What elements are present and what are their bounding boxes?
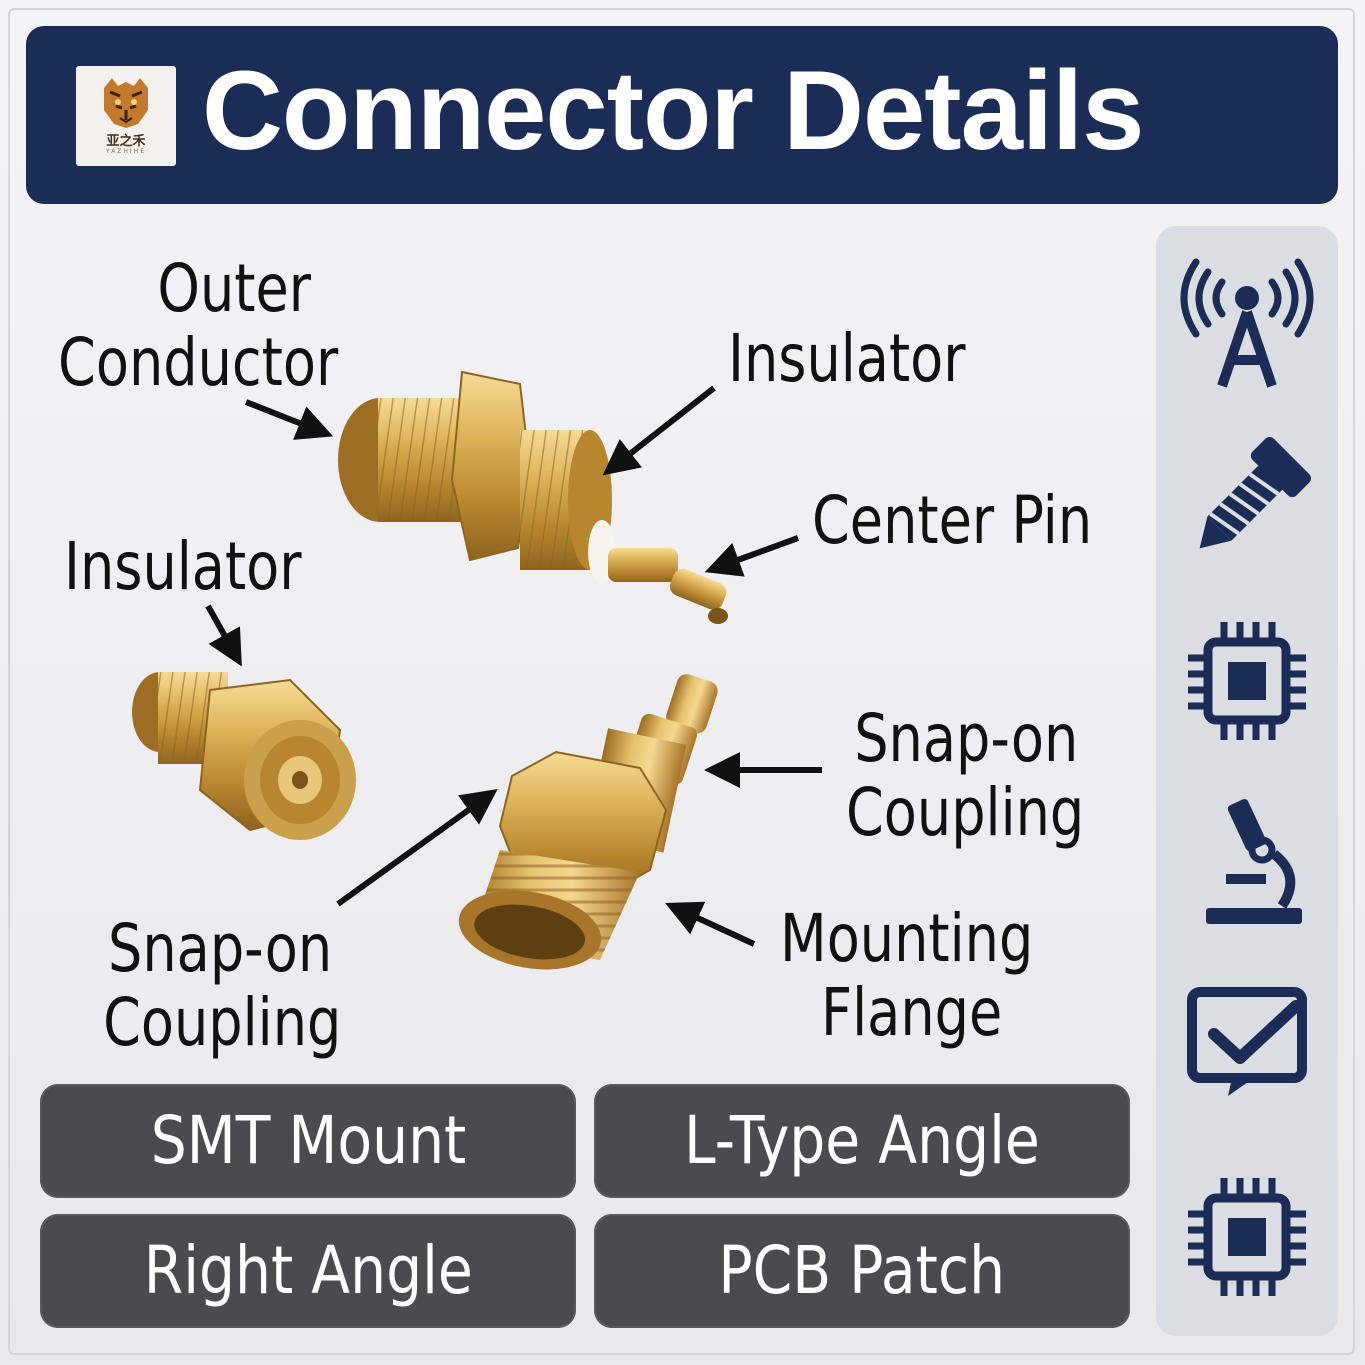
- header-banner: [26, 26, 1338, 204]
- logo-text: 亚之禾: [106, 134, 146, 149]
- tag-pcb-patch[interactable]: PCB Patch: [594, 1214, 1130, 1328]
- left-connector: [132, 672, 356, 840]
- snap-on-left-line2: Coupling: [103, 984, 342, 1061]
- tag-l-type-angle-label: L-Type Angle: [684, 1102, 1040, 1179]
- page-frame: [8, 8, 1355, 1355]
- tag-right-angle[interactable]: Right Angle: [40, 1214, 576, 1328]
- outer-conductor-label: Outer Conductor: [58, 250, 338, 400]
- tag-smt-mount[interactable]: SMT Mount: [40, 1084, 576, 1198]
- monitor-check-icon: [1187, 987, 1307, 1096]
- middle-connector: [458, 674, 718, 970]
- mounting-flange-line2: Flange: [821, 974, 1003, 1051]
- outer-conductor-line2: Conductor: [58, 324, 339, 401]
- icon-sidebar: [1156, 226, 1338, 1336]
- chip-icon: [1188, 1178, 1306, 1296]
- center-pin-label: Center Pin: [812, 482, 1093, 559]
- brand-logo: 亚之禾 YAZHIHE: [76, 66, 176, 166]
- mounting-flange-label: Mounting Flange: [780, 902, 1033, 1050]
- mounting-flange-line1: Mounting: [780, 900, 1034, 977]
- page-title: Connector Details: [202, 48, 1144, 173]
- outer-conductor-line1: Outer: [157, 250, 312, 327]
- tag-pcb-patch-label: PCB Patch: [718, 1232, 1006, 1309]
- snap-on-left-line1: Snap-on: [108, 910, 333, 987]
- callout-arrows: [205, 385, 822, 947]
- tag-smt-mount-label: SMT Mount: [150, 1102, 466, 1179]
- tag-l-type-angle[interactable]: L-Type Angle: [594, 1084, 1130, 1198]
- antenna-tower-icon: [1180, 258, 1314, 388]
- snap-on-right-line2: Coupling: [846, 774, 1085, 851]
- insulator-left-label: Insulator: [64, 528, 302, 605]
- snap-on-coupling-right-label: Snap-on Coupling: [846, 702, 1084, 850]
- snap-on-right-line1: Snap-on: [854, 700, 1079, 777]
- logo-subtext: YAZHIHE: [106, 148, 146, 155]
- tiger-logo-icon: [104, 78, 148, 128]
- connector-illustration: [132, 370, 822, 970]
- insulator-top-label: Insulator: [728, 320, 966, 397]
- microscope-icon: [1206, 799, 1302, 924]
- snap-on-coupling-left-label: Snap-on Coupling: [103, 910, 341, 1060]
- tag-right-angle-label: Right Angle: [143, 1232, 473, 1309]
- top-connector: [338, 370, 728, 624]
- screw-icon: [1199, 437, 1311, 549]
- chip-icon: [1188, 622, 1306, 740]
